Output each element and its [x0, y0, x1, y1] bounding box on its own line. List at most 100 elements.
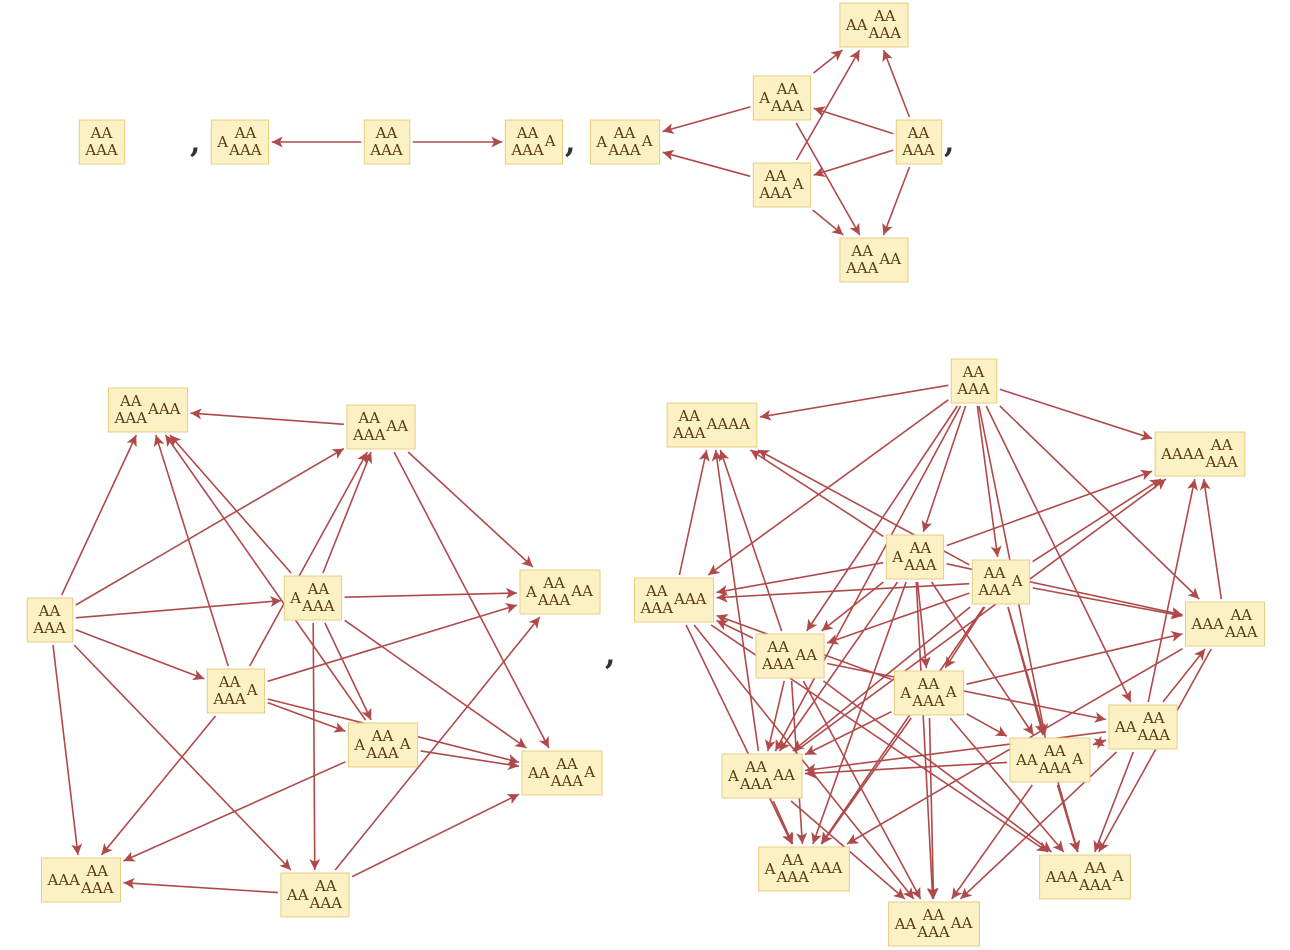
graph-5-edge-g5f-to-g5b — [678, 449, 710, 576]
node-label-prefix: AAA — [47, 871, 81, 889]
graph-5-edge-g5e-to-g5c — [1032, 478, 1162, 563]
node-label-superscript: A — [583, 763, 595, 781]
node-label-bottom: AAA — [739, 775, 773, 793]
node-box — [363, 119, 411, 165]
graph-5-edge-g5a-to-g5j — [985, 405, 1132, 703]
graph-5-edge-g5a-to-g5d — [921, 405, 967, 533]
node-box — [210, 119, 270, 165]
node-box — [752, 75, 812, 121]
node-label-bottom: AAA — [550, 772, 584, 790]
graph-4-edge-g4g-to-g4a — [164, 434, 367, 721]
graph-5-edge-g5a-to-g5b — [759, 384, 949, 421]
graph-3-edge-g3d-to-g3a — [882, 49, 911, 118]
graph-4-edge-g4d-to-g4j — [309, 622, 321, 871]
graph-5-edge-g5g-to-g5c — [1199, 478, 1223, 600]
node-label-superscript: A — [246, 681, 258, 699]
graph-5-edge-g5j-to-g5c — [1147, 478, 1198, 703]
graph-4-edge-g4c-to-g4d — [75, 596, 282, 619]
graph-4-edge-g4j-to-g4e — [334, 616, 541, 871]
node-label-top: AA — [850, 242, 873, 260]
node-label-bottom: AAA — [607, 141, 641, 159]
graph-5-edge-g5i-to-g5n — [949, 717, 1065, 853]
node-label-top: AA — [1229, 606, 1252, 624]
node-label-bottom: AAA — [845, 259, 879, 277]
node-box — [971, 559, 1031, 605]
graph-3-edge-g3e-to-g3f — [812, 209, 844, 236]
separator-comma-1: , — [190, 125, 200, 160]
node-label-top: AA — [307, 580, 330, 598]
node-label-superscript: AAA — [809, 859, 843, 877]
node-label-prefix: AA — [894, 915, 917, 933]
node-box — [78, 119, 126, 165]
node-label-bottom: AAA — [758, 184, 792, 202]
node-label-bottom: AAA — [365, 744, 399, 762]
graph-4-edge-g4f-to-g4g — [267, 701, 346, 733]
node-label-bottom: AAA — [775, 868, 809, 886]
graph-5-edge-g5d-to-g5f — [716, 561, 884, 596]
graph-4-edge-g4d-to-g4g — [324, 622, 372, 721]
node-label-top: AA — [776, 80, 799, 98]
graph-5-edge-g5d-to-g5o — [915, 581, 938, 900]
graph-5-edge-g5g-to-g5n — [1098, 648, 1212, 853]
node-label-bottom: AAA — [1224, 623, 1258, 641]
graph-5-edge-g5h-to-g5o — [802, 680, 922, 900]
graph-5-edge-g5i-to-g5m — [821, 717, 912, 845]
node-label-superscript: AA — [570, 582, 593, 600]
node-label-superscript: A — [544, 132, 556, 150]
node-label-bottom: AAA — [352, 426, 386, 444]
graph-3-edge-g3d-to-g3f — [882, 166, 911, 236]
node-label-superscript: AAA — [673, 590, 707, 608]
node-box — [755, 633, 825, 679]
node-label-top: AA — [1083, 859, 1106, 877]
node-label-prefix: AAAA — [1160, 445, 1204, 463]
node-label-prefix: A — [727, 767, 739, 785]
node-label-top: AA — [962, 363, 985, 381]
graph-5-edge-g5k-to-g5b — [711, 449, 760, 752]
graph-3-edge-g3b-to-g3a — [813, 49, 843, 74]
graph-5-edge-g5i-to-g5l — [966, 713, 1008, 737]
graph-4-edge-g4c-to-g4a — [60, 434, 138, 596]
node-label-bottom: AAA — [901, 141, 935, 159]
node-label-prefix: A — [353, 736, 365, 754]
graph-3-edge-g3d-to-g3e — [813, 149, 894, 178]
node-label-prefix: AA — [845, 16, 868, 34]
node-label-superscript: AA — [772, 766, 795, 784]
node-label-prefix: A — [595, 133, 607, 151]
graph-5-edge-g5h-to-g5b — [718, 449, 783, 632]
graph-4-edge-g4f-to-g4e — [267, 603, 518, 683]
node-label-top: AA — [119, 392, 142, 410]
node-label-superscript: AA — [794, 646, 817, 664]
graph-4-edge-g4d-to-g4h — [344, 619, 527, 749]
node-label-top: AA — [90, 124, 113, 142]
graph-4-edge-g4c-to-g4i — [52, 644, 83, 856]
node-box — [634, 577, 714, 623]
node-label-top: AA — [542, 574, 565, 592]
node-label-bottom: AAA — [228, 141, 262, 159]
graph-4-edge-g4c-to-g4j — [73, 644, 292, 871]
node-label-prefix: AA — [286, 886, 309, 904]
node-label-top: AA — [234, 124, 257, 142]
separator-comma-3: , — [944, 125, 954, 160]
node-box — [504, 119, 564, 165]
node-box — [839, 2, 909, 48]
node-label-superscript: AAAA — [706, 415, 750, 433]
node-box — [346, 404, 416, 450]
node-label-top: AA — [375, 124, 398, 142]
node-label-bottom: AAA — [32, 619, 66, 637]
node-label-top: AA — [677, 407, 700, 425]
graph-5-edge-g5d-to-g5b — [749, 449, 884, 538]
node-label-top: AA — [645, 582, 668, 600]
node-label-prefix: A — [289, 589, 301, 607]
graph-5-edge-g5l-to-g5j — [1092, 738, 1107, 750]
node-label-top: AA — [781, 851, 804, 869]
separators: , , , , — [190, 125, 954, 672]
graph-4-edge-g4d-to-g4a — [169, 434, 292, 574]
node-label-prefix: AAA — [1191, 615, 1225, 633]
node-box — [206, 668, 266, 714]
